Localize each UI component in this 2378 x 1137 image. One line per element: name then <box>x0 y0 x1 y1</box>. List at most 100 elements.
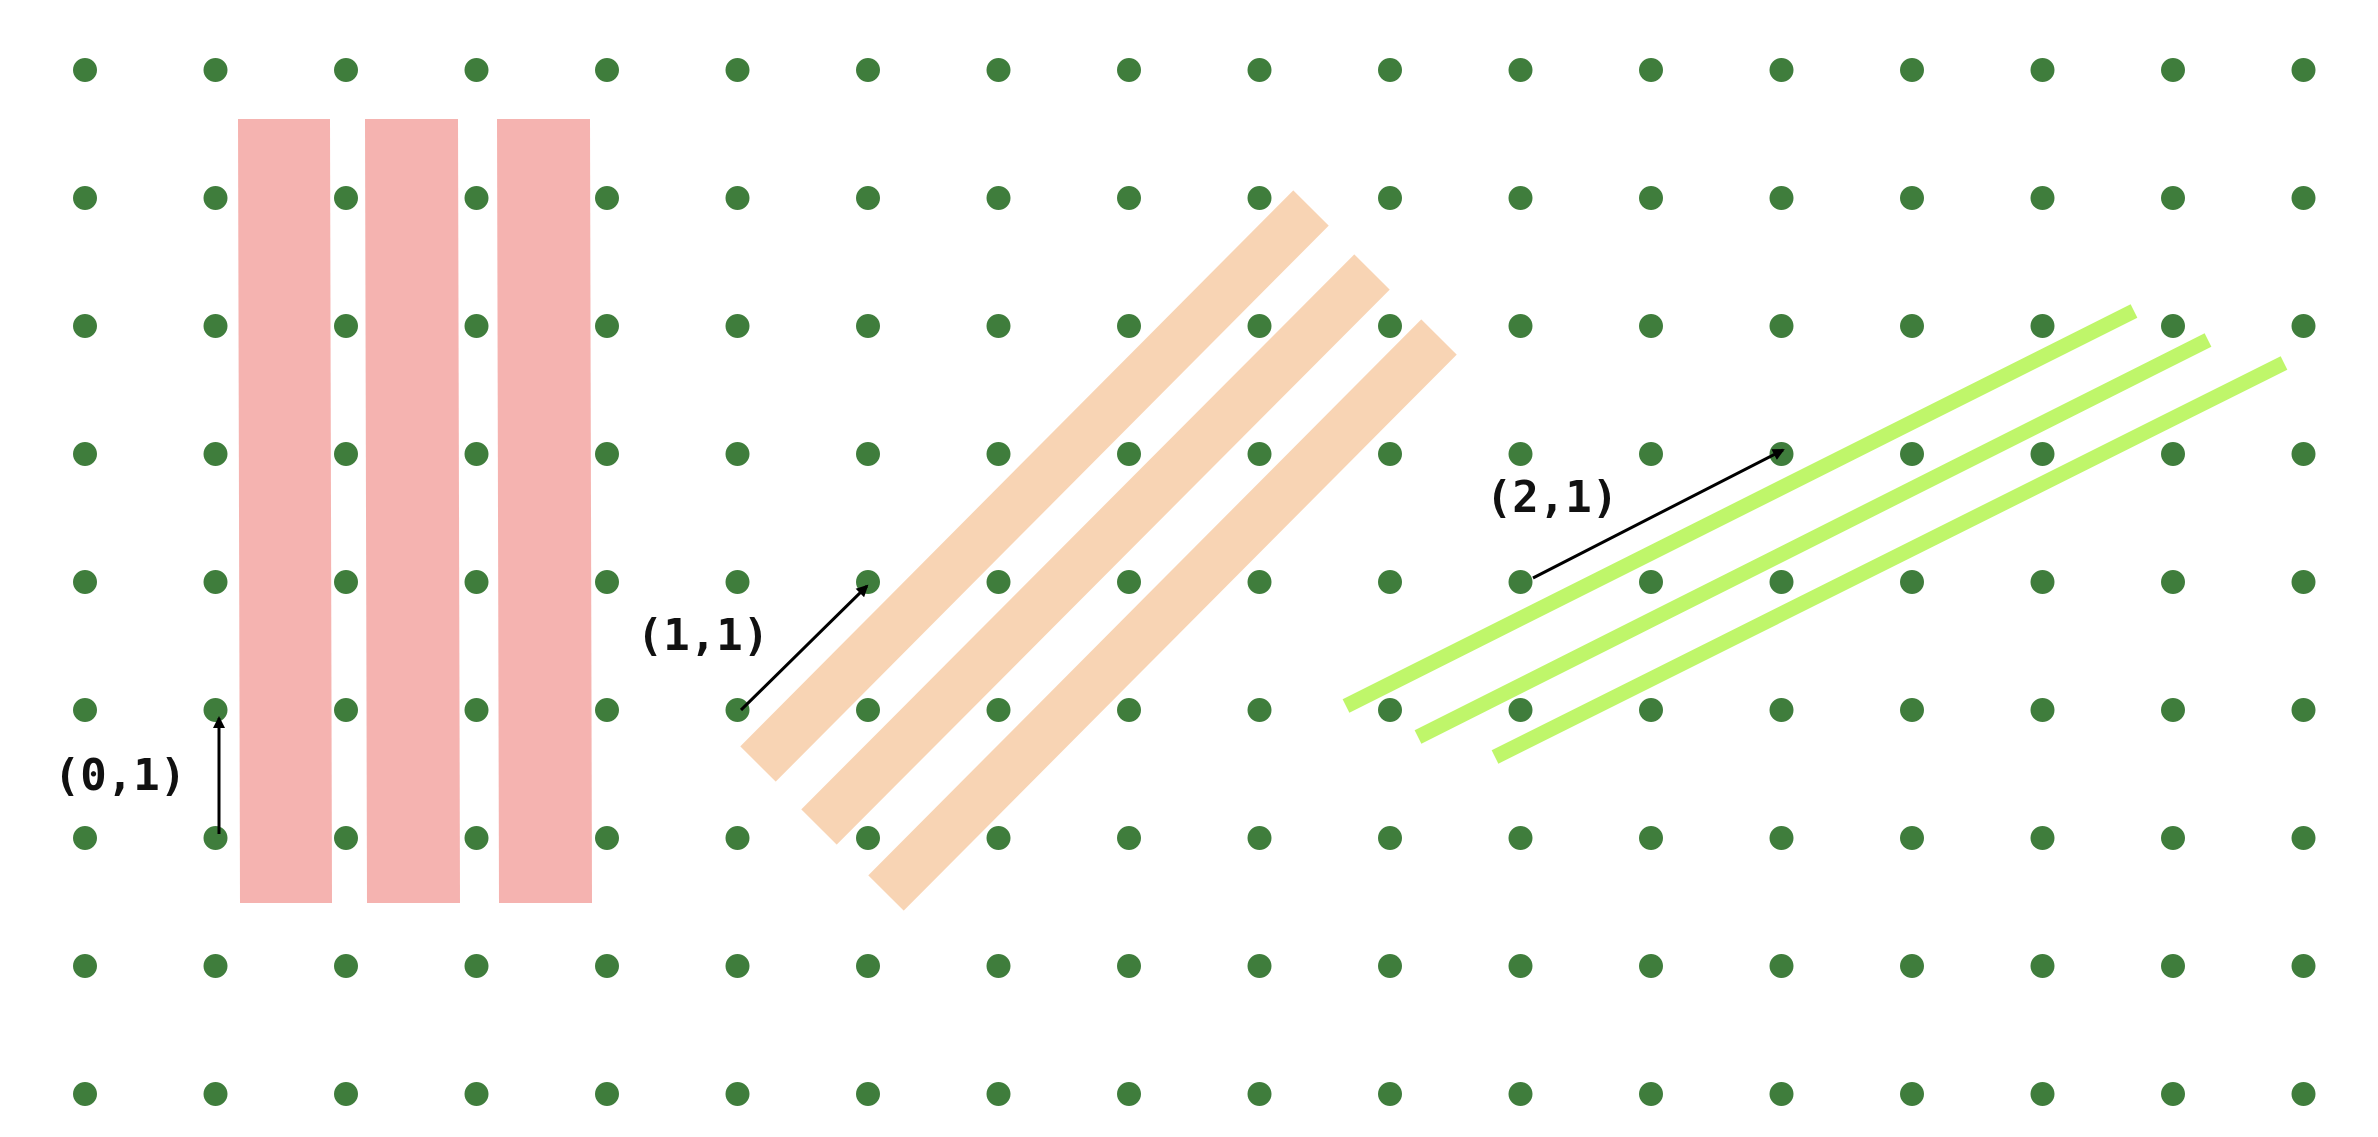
lattice-dot <box>1117 1082 1141 1106</box>
plane-band-0-1 <box>365 119 460 903</box>
lattice-dot <box>203 442 228 466</box>
lattice-dot <box>2030 826 2055 850</box>
lattice-dot <box>856 314 880 338</box>
lattice-dot <box>1247 1082 1272 1106</box>
lattice-dot <box>1247 826 1272 850</box>
lattice-dot <box>2291 954 2316 978</box>
lattice-dot <box>1769 314 1794 338</box>
lattice-dot <box>986 314 1011 338</box>
lattice-dot <box>203 314 228 338</box>
lattice-dot <box>73 186 97 210</box>
plane-band-2-1 <box>1491 356 2288 764</box>
lattice-dot <box>73 570 97 594</box>
lattice-dot <box>1508 954 1533 978</box>
lattice-dot <box>334 58 358 82</box>
arrow-1-1 <box>739 584 869 712</box>
lattice-dot <box>464 314 489 338</box>
lattice-dot <box>1769 954 1794 978</box>
lattice-dot <box>1900 1082 1924 1106</box>
lattice-dot <box>334 826 358 850</box>
lattice-dot <box>856 570 880 594</box>
label-2-1: (2,1) <box>1486 472 1618 523</box>
lattice-dot <box>1247 314 1272 338</box>
lattice-dot <box>73 1082 97 1106</box>
lattice-dot <box>73 58 97 82</box>
lattice-dot <box>1117 58 1141 82</box>
lattice-dot <box>1508 314 1533 338</box>
lattice-dot <box>2291 698 2316 722</box>
lattice-dot <box>1769 1082 1794 1106</box>
lattice-dot <box>464 442 489 466</box>
lattice-dot <box>1639 826 1663 850</box>
lattice-dot <box>1247 58 1272 82</box>
lattice-dot <box>334 954 358 978</box>
lattice-dot <box>1247 442 1272 466</box>
lattice-dot <box>1117 186 1141 210</box>
lattice-dot <box>986 442 1011 466</box>
plane-band-2-1 <box>1414 333 2212 744</box>
lattice-dot <box>2291 570 2316 594</box>
direction-arrows <box>213 448 1785 834</box>
lattice-dot <box>1117 570 1141 594</box>
lattice-dot <box>73 698 97 722</box>
lattice-dot <box>1508 1082 1533 1106</box>
lattice-dot <box>2161 186 2185 210</box>
plane-bands <box>238 119 2288 911</box>
lattice-dot <box>986 698 1011 722</box>
lattice-dot <box>1378 58 1402 82</box>
lattice-dot <box>2291 826 2316 850</box>
lattice-dot <box>464 954 489 978</box>
lattice-dot <box>2030 314 2055 338</box>
lattice-dot <box>856 698 880 722</box>
lattice-dot <box>334 698 358 722</box>
lattice-dot <box>1117 698 1141 722</box>
lattice-dot <box>986 826 1011 850</box>
plane-band-1-1 <box>740 190 1329 782</box>
lattice-dot <box>2291 1082 2316 1106</box>
lattice-dot <box>856 954 880 978</box>
lattice-dot <box>1378 186 1402 210</box>
lattice-dot <box>725 826 750 850</box>
lattice-dot <box>725 314 750 338</box>
lattice-dot <box>2030 442 2055 466</box>
lattice-dot <box>986 570 1011 594</box>
lattice-dot <box>1247 954 1272 978</box>
lattice-dot <box>1117 314 1141 338</box>
lattice-dot <box>1117 826 1141 850</box>
lattice-dot <box>725 954 750 978</box>
lattice-dot <box>1378 954 1402 978</box>
lattice-dot <box>1247 186 1272 210</box>
lattice-dot <box>203 570 228 594</box>
lattice-dot <box>1508 826 1533 850</box>
lattice-dot <box>2161 826 2185 850</box>
plane-band-1-1 <box>801 254 1390 845</box>
lattice-dot <box>856 1082 880 1106</box>
lattice-dot <box>73 826 97 850</box>
lattice-dot <box>1769 698 1794 722</box>
lattice-dot <box>464 698 489 722</box>
label-1-1: (1,1) <box>637 610 769 661</box>
lattice-dot <box>1769 570 1794 594</box>
lattice-dot <box>1769 186 1794 210</box>
lattice-dot <box>1639 698 1663 722</box>
lattice-dot <box>1900 58 1924 82</box>
lattice-dot <box>1639 954 1663 978</box>
plane-band-0-1 <box>497 119 592 903</box>
lattice-dot <box>595 954 619 978</box>
lattice-dots <box>73 58 2316 1106</box>
lattice-dot <box>986 1082 1011 1106</box>
lattice-dot <box>725 570 750 594</box>
lattice-dot <box>595 698 619 722</box>
lattice-dot <box>595 1082 619 1106</box>
lattice-dot <box>595 186 619 210</box>
lattice-dot <box>464 186 489 210</box>
arrow-2-1 <box>1532 448 1785 580</box>
lattice-dot <box>2030 698 2055 722</box>
lattice-dot <box>334 442 358 466</box>
lattice-dot <box>1639 1082 1663 1106</box>
lattice-dot <box>203 186 228 210</box>
lattice-dot <box>595 58 619 82</box>
lattice-dot <box>334 570 358 594</box>
lattice-dot <box>2030 186 2055 210</box>
lattice-dot <box>1247 570 1272 594</box>
